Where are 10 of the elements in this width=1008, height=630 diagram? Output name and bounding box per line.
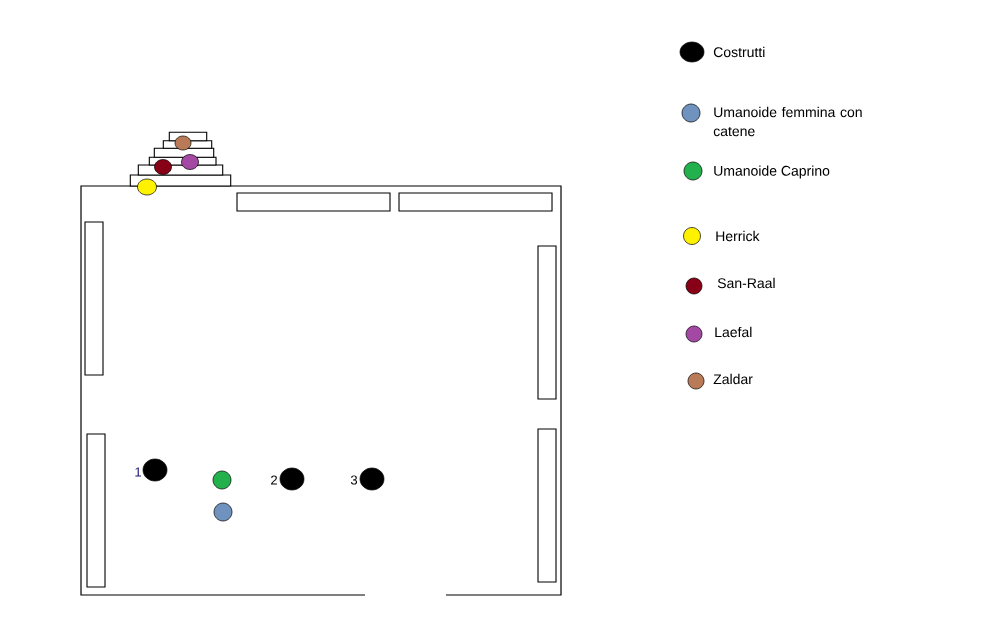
legend-label: Zaldar (713, 373, 753, 385)
legend-label: Herrick (716, 230, 760, 242)
number-label: 3 (350, 475, 358, 485)
legend-label: Umanoide Caprino (714, 165, 830, 179)
legend-label: Umanoide femmina con catene (713, 106, 862, 137)
number-label: 2 (271, 475, 277, 485)
legend-label: Laefal (715, 326, 752, 338)
legend-label: Costrutti (713, 46, 765, 58)
legend-label: San-Raal (717, 277, 775, 289)
number-label: 1 (135, 467, 141, 477)
